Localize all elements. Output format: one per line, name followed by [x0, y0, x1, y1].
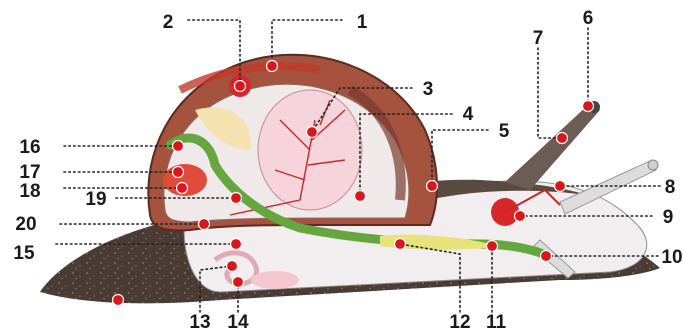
label-14: 14 — [227, 312, 249, 333]
label-9: 9 — [663, 207, 674, 228]
label-16: 16 — [19, 137, 40, 158]
gonad — [251, 271, 299, 289]
label-17: 17 — [19, 162, 40, 183]
label-11: 11 — [486, 312, 507, 333]
label-18: 18 — [19, 181, 40, 202]
label-10: 10 — [661, 247, 682, 268]
label-20: 20 — [15, 214, 36, 235]
label-2: 2 — [163, 12, 174, 33]
label-7: 7 — [533, 28, 544, 49]
tentacle-tip — [648, 160, 658, 170]
label-1: 1 — [357, 12, 368, 33]
label-12: 12 — [449, 312, 470, 333]
label-15: 15 — [13, 243, 35, 264]
label-6: 6 — [583, 8, 594, 29]
label-5: 5 — [499, 121, 510, 142]
upper-tentacle — [505, 105, 600, 190]
label-4: 4 — [463, 104, 474, 125]
label-13: 13 — [189, 312, 210, 333]
label-3: 3 — [423, 79, 434, 100]
label-19: 19 — [85, 189, 106, 210]
label-8: 8 — [665, 177, 676, 198]
